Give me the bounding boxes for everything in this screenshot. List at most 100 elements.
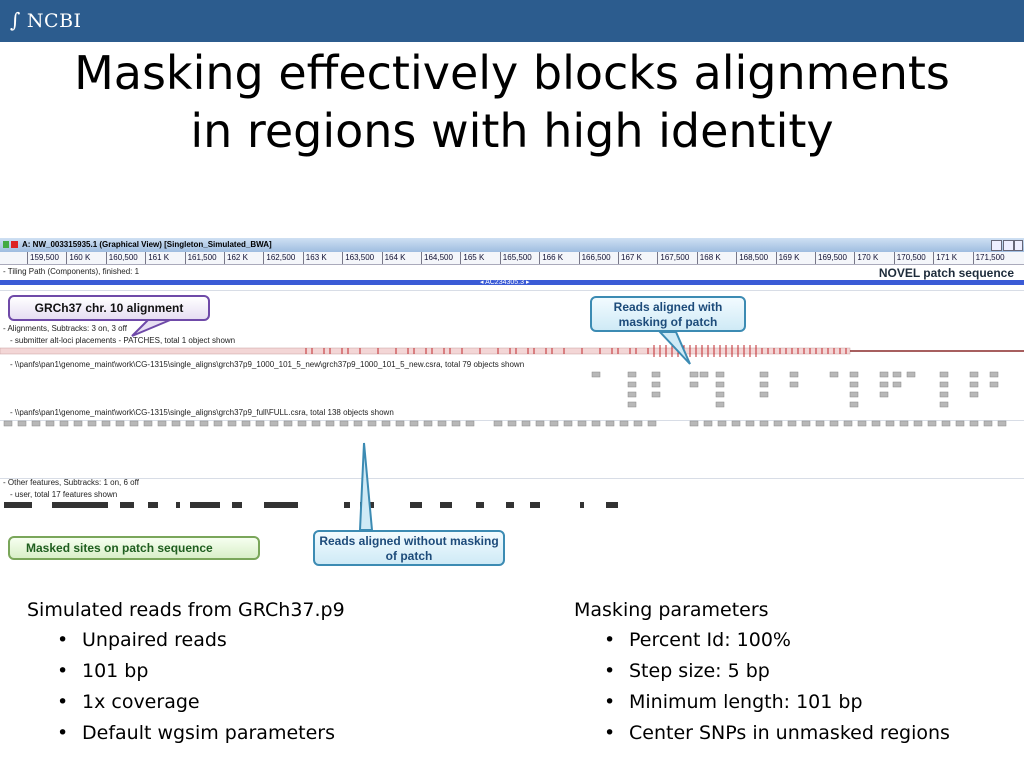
restore-icon[interactable] <box>991 240 1002 251</box>
aligned-read[interactable] <box>849 381 859 388</box>
aligned-read[interactable] <box>157 420 167 427</box>
masked-site[interactable] <box>476 502 484 508</box>
aligned-read[interactable] <box>87 420 97 427</box>
aligned-read[interactable] <box>395 420 405 427</box>
aligned-read[interactable] <box>591 371 601 378</box>
aligned-read[interactable] <box>465 420 475 427</box>
masked-site[interactable] <box>4 502 32 508</box>
aligned-read[interactable] <box>939 371 949 378</box>
aligned-read[interactable] <box>535 420 545 427</box>
aligned-read[interactable] <box>849 371 859 378</box>
aligned-read[interactable] <box>101 420 111 427</box>
masked-site[interactable] <box>264 502 298 508</box>
aligned-read[interactable] <box>59 420 69 427</box>
aligned-read[interactable] <box>892 381 902 388</box>
other-features-label[interactable]: - Other features, Subtracks: 1 on, 6 off <box>3 478 139 487</box>
aligned-read[interactable] <box>647 420 657 427</box>
patch-sequence-bar[interactable] <box>0 280 1024 285</box>
aligned-read[interactable] <box>969 391 979 398</box>
masked-site[interactable] <box>530 502 540 508</box>
aligned-read[interactable] <box>789 381 799 388</box>
aligned-read[interactable] <box>171 420 181 427</box>
aligned-read[interactable] <box>339 420 349 427</box>
aligned-read[interactable] <box>927 420 937 427</box>
masked-site[interactable] <box>120 502 134 508</box>
aligned-read[interactable] <box>715 381 725 388</box>
aligned-read[interactable] <box>563 420 573 427</box>
aligned-read[interactable] <box>983 420 993 427</box>
masked-site[interactable] <box>232 502 242 508</box>
aligned-read[interactable] <box>997 420 1007 427</box>
masked-site[interactable] <box>410 502 422 508</box>
aligned-read[interactable] <box>627 371 637 378</box>
aligned-read[interactable] <box>129 420 139 427</box>
patches-label[interactable]: - submitter alt-loci placements - PATCHE… <box>10 336 236 345</box>
reads-with-masking-track[interactable] <box>0 370 1024 418</box>
close-view-icon[interactable] <box>11 241 18 248</box>
aligned-read[interactable] <box>899 420 909 427</box>
ncbi-logo[interactable]: ∫NCBI <box>10 8 82 32</box>
aligned-read[interactable] <box>17 420 27 427</box>
masked-site[interactable] <box>344 502 350 508</box>
masked-site[interactable] <box>440 502 452 508</box>
aligned-read[interactable] <box>699 371 709 378</box>
aligned-read[interactable] <box>227 420 237 427</box>
masked-site[interactable] <box>52 502 108 508</box>
aligned-read[interactable] <box>879 391 889 398</box>
aligned-read[interactable] <box>759 371 769 378</box>
aligned-read[interactable] <box>651 381 661 388</box>
maximize-icon[interactable] <box>1003 240 1014 251</box>
aligned-read[interactable] <box>185 420 195 427</box>
aligned-read[interactable] <box>689 381 699 388</box>
aligned-read[interactable] <box>423 420 433 427</box>
masked-site[interactable] <box>176 502 180 508</box>
aligned-read[interactable] <box>885 420 895 427</box>
aligned-read[interactable] <box>591 420 601 427</box>
aligned-read[interactable] <box>715 371 725 378</box>
grid-icon[interactable] <box>3 241 9 248</box>
aligned-read[interactable] <box>787 420 797 427</box>
aligned-read[interactable] <box>115 420 125 427</box>
aligned-read[interactable] <box>213 420 223 427</box>
window-close-icon[interactable] <box>1014 240 1023 251</box>
aligned-read[interactable] <box>715 401 725 408</box>
alignments-label[interactable]: - Alignments, Subtracks: 3 on, 3 off <box>3 324 127 333</box>
aligned-read[interactable] <box>871 420 881 427</box>
aligned-read[interactable] <box>627 381 637 388</box>
aligned-read[interactable] <box>633 420 643 427</box>
aligned-read[interactable] <box>939 391 949 398</box>
aligned-read[interactable] <box>939 381 949 388</box>
aligned-read[interactable] <box>297 420 307 427</box>
aligned-read[interactable] <box>717 420 727 427</box>
aligned-read[interactable] <box>849 401 859 408</box>
aligned-read[interactable] <box>879 381 889 388</box>
aligned-read[interactable] <box>269 420 279 427</box>
track-without-masking-label[interactable]: - \\panfs\pan1\genome_maint\work\CG-1315… <box>10 408 394 417</box>
aligned-read[interactable] <box>892 371 902 378</box>
aligned-read[interactable] <box>451 420 461 427</box>
aligned-read[interactable] <box>969 420 979 427</box>
aligned-read[interactable] <box>325 420 335 427</box>
aligned-read[interactable] <box>283 420 293 427</box>
aligned-read[interactable] <box>913 420 923 427</box>
aligned-read[interactable] <box>955 420 965 427</box>
tiling-path-label[interactable]: - Tiling Path (Components), finished: 1 <box>3 267 140 276</box>
masked-site[interactable] <box>580 502 584 508</box>
aligned-read[interactable] <box>715 391 725 398</box>
aligned-read[interactable] <box>989 371 999 378</box>
aligned-read[interactable] <box>689 371 699 378</box>
aligned-read[interactable] <box>73 420 83 427</box>
aligned-read[interactable] <box>353 420 363 427</box>
track-with-masking-label[interactable]: - \\panfs\pan1\genome_maint\work\CG-1315… <box>10 360 525 369</box>
aligned-read[interactable] <box>731 420 741 427</box>
aligned-read[interactable] <box>759 381 769 388</box>
aligned-read[interactable] <box>829 371 839 378</box>
aligned-read[interactable] <box>773 420 783 427</box>
masked-site[interactable] <box>190 502 220 508</box>
aligned-read[interactable] <box>651 371 661 378</box>
aligned-read[interactable] <box>437 420 447 427</box>
aligned-read[interactable] <box>45 420 55 427</box>
aligned-read[interactable] <box>409 420 419 427</box>
aligned-read[interactable] <box>143 420 153 427</box>
